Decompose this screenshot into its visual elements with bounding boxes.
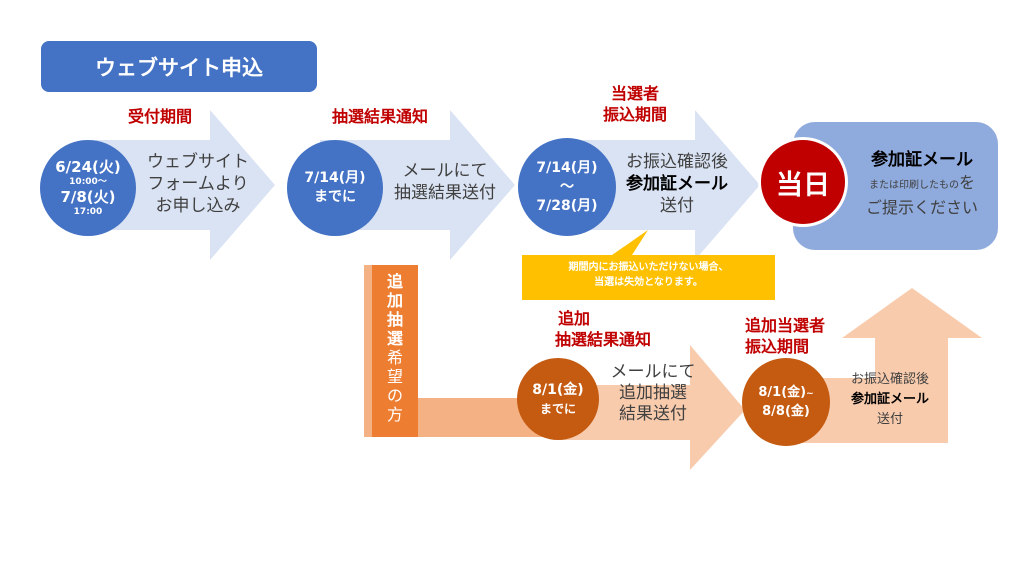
lottery-suffix: までに [314, 189, 356, 205]
reception-text-line: フォームより [147, 174, 249, 194]
reception-end-time: 17:00 [73, 207, 103, 217]
payment-start-date: 7/14(月) [536, 159, 598, 176]
vertical-char: 加 [386, 291, 403, 310]
additional-lottery-text-line: メールにて [610, 362, 696, 382]
additional-payment-label-line: 追加当選者 [745, 316, 826, 335]
arrow-payment [555, 110, 760, 260]
payment-date-circle: 7/14(月) ～ 7/28(月) [518, 138, 616, 236]
additional-lottery-label: 追加 抽選結果通知 [555, 308, 685, 350]
additional-vertical-text: 追 加 抽 選 希 望 の 方 [372, 272, 418, 424]
additional-payment-description: お振込確認後 参加証メール 送付 [830, 370, 950, 430]
lottery-description: メールにて 抽選結果送付 [385, 160, 505, 204]
payment-label: 当選者 振込期間 [580, 83, 690, 125]
additional-lottery-text-line: 結果送付 [619, 404, 687, 424]
additional-lottery-suffix: までに [539, 401, 576, 416]
vertical-char: 希 [386, 348, 403, 367]
additional-lottery-date: 8/1(金) [532, 381, 584, 398]
reception-label: 受付期間 [127, 107, 192, 126]
day-badge: 当日 [758, 137, 848, 227]
reception-date-circle: 6/24(火) 10:00～ 7/8(火) 17:00 [40, 140, 136, 236]
arrow-additional-lottery [560, 345, 745, 470]
vertical-char: 選 [386, 329, 403, 348]
reception-end-date: 7/8(火) [60, 188, 116, 206]
day-title: 参加証メール [871, 150, 973, 170]
additional-payment-label: 追加当選者 振込期間 [745, 315, 855, 357]
additional-payment-tilde: ~ [806, 388, 814, 399]
additional-payment-text-line: 送付 [876, 412, 903, 427]
day-note-line2: ご提示ください [865, 198, 978, 217]
additional-payment-text-bold: 参加証メール [850, 392, 929, 407]
vertical-char: の [386, 386, 403, 405]
reception-text-line: お申し込み [155, 196, 241, 216]
payment-text-line: 送付 [660, 196, 694, 216]
additional-payment-date-circle: 8/1(金)~ 8/8(金) [742, 358, 830, 446]
additional-lottery-description: メールにて 追加抽選 結果送付 [598, 362, 708, 425]
lottery-date-circle: 7/14(月) までに [287, 140, 383, 236]
callout-line: 期間内にお振込いただけない場合、 [568, 262, 729, 273]
page-title: ウェブサイト申込 [41, 41, 317, 92]
day-panel [793, 122, 998, 250]
callout-box [522, 230, 775, 300]
reception-start-time: 10:00～ [69, 177, 107, 187]
callout-text: 期間内にお振込いただけない場合、 当選は失効となります。 [522, 260, 775, 290]
additional-payment-start-date: 8/1(金) [758, 384, 807, 400]
vertical-char: 方 [386, 405, 403, 424]
additional-payment-end-date: 8/8(金) [762, 403, 810, 419]
day-description: 参加証メール または印刷したものを ご提示ください [852, 148, 992, 219]
additional-payment-text-line: お振込確認後 [850, 372, 929, 387]
vertical-char: 追 [386, 272, 403, 291]
payment-text-bold: 参加証メール [626, 174, 728, 194]
arrow-lottery [320, 110, 515, 260]
vertical-char: 抽 [386, 310, 403, 329]
reception-description: ウェブサイト フォームより お申し込み [133, 151, 263, 217]
vertical-char: 望 [386, 367, 403, 386]
lottery-text-line: 抽選結果送付 [394, 183, 496, 203]
day-note-small: または印刷したもの [868, 180, 959, 191]
payment-label-line: 振込期間 [602, 105, 667, 124]
arrow-reception [80, 110, 275, 260]
payment-text-line: お振込確認後 [626, 152, 728, 172]
lottery-text-line: メールにて [402, 161, 488, 181]
day-note-tail: を [958, 173, 975, 192]
payment-separator: ～ [560, 178, 574, 195]
lottery-date: 7/14(月) [304, 170, 366, 186]
payment-end-date: 7/28(月) [536, 197, 598, 214]
reception-start-date: 6/24(火) [55, 158, 121, 176]
additional-vertical-strip [372, 265, 418, 437]
callout-line: 当選は失効となります。 [594, 277, 703, 288]
additional-payment-label-line: 振込期間 [745, 337, 810, 356]
arrow-additional-payment [790, 288, 982, 443]
additional-lottery-label-line: 抽選結果通知 [555, 330, 652, 349]
reception-text-line: ウェブサイト [147, 152, 249, 172]
additional-lottery-date-circle: 8/1(金) までに [517, 358, 599, 440]
payment-label-line: 当選者 [610, 84, 659, 103]
payment-description: お振込確認後 参加証メール 送付 [612, 151, 742, 217]
additional-lottery-text-line: 追加抽選 [619, 383, 687, 403]
additional-lottery-label-line: 追加 [558, 309, 591, 328]
lottery-label: 抽選結果通知 [331, 107, 428, 126]
